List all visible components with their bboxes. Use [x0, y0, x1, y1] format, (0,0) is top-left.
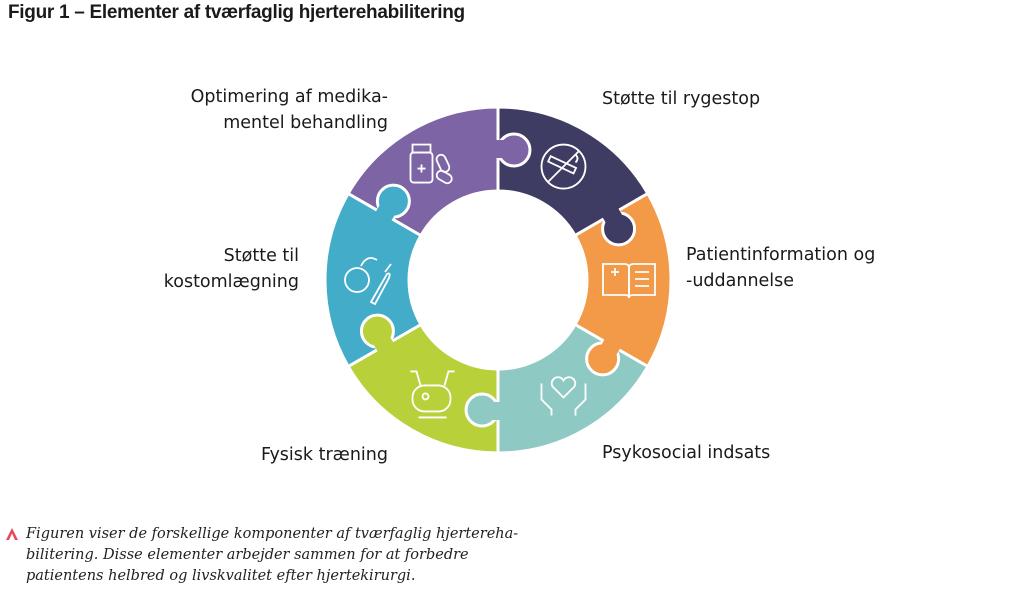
puzzle-tab-neck — [491, 401, 510, 420]
no-smoking-icon — [540, 143, 587, 190]
label-line: Psykosocial indsats — [602, 443, 771, 463]
puzzle-tab-neck — [597, 200, 623, 225]
puzzle-tab-neck — [600, 331, 625, 356]
caption-marker-icon — [6, 528, 18, 540]
figure-title: Figur 1 – Elementer af tværfaglig hjerte… — [8, 2, 465, 23]
caption-line: bilitering. Disse elementer arbejder sam… — [26, 547, 469, 563]
label-line: Optimering af medika- — [190, 87, 388, 107]
medical-book-icon — [602, 263, 656, 299]
label-line: kostomlægning — [163, 272, 299, 292]
label-line: -uddannelse — [686, 271, 795, 291]
label-smoking-cessation: Støtte til rygestop — [602, 86, 760, 112]
puzzle-tab-neck — [371, 204, 396, 229]
heart-hands-icon — [540, 376, 587, 416]
label-line: Fysisk træning — [260, 445, 388, 465]
caption-line: Figuren viser de forskellige komponenter… — [26, 526, 519, 542]
puzzle-segment — [573, 191, 673, 369]
label-line: Patientinformation og — [686, 245, 876, 265]
label-line: Støtte til rygestop — [602, 89, 761, 109]
puzzle-segment — [323, 191, 423, 369]
label-psychosocial: Psykosocial indsats — [602, 440, 770, 466]
label-line: mentel behandling — [223, 113, 388, 133]
puzzle-tab-neck — [486, 140, 505, 159]
label-medication: Optimering af medika-mentel behandling — [191, 84, 388, 136]
puzzle-tab-neck — [373, 335, 399, 360]
label-line: Støtte til — [223, 246, 299, 266]
exercise-bike-icon — [410, 370, 455, 419]
figure-caption: Figuren viser de forskellige komponenter… — [26, 524, 566, 587]
label-patient-education: Patientinformation og -uddannelse — [686, 242, 875, 294]
medicine-bottle-icon — [409, 143, 453, 185]
caption-line: patientens helbred og livskvalitet efter… — [26, 568, 416, 584]
label-diet: Støtte til kostomlægning — [164, 243, 299, 295]
label-physical-training: Fysisk træning — [261, 442, 388, 468]
fruit-vegetable-icon — [344, 257, 392, 306]
